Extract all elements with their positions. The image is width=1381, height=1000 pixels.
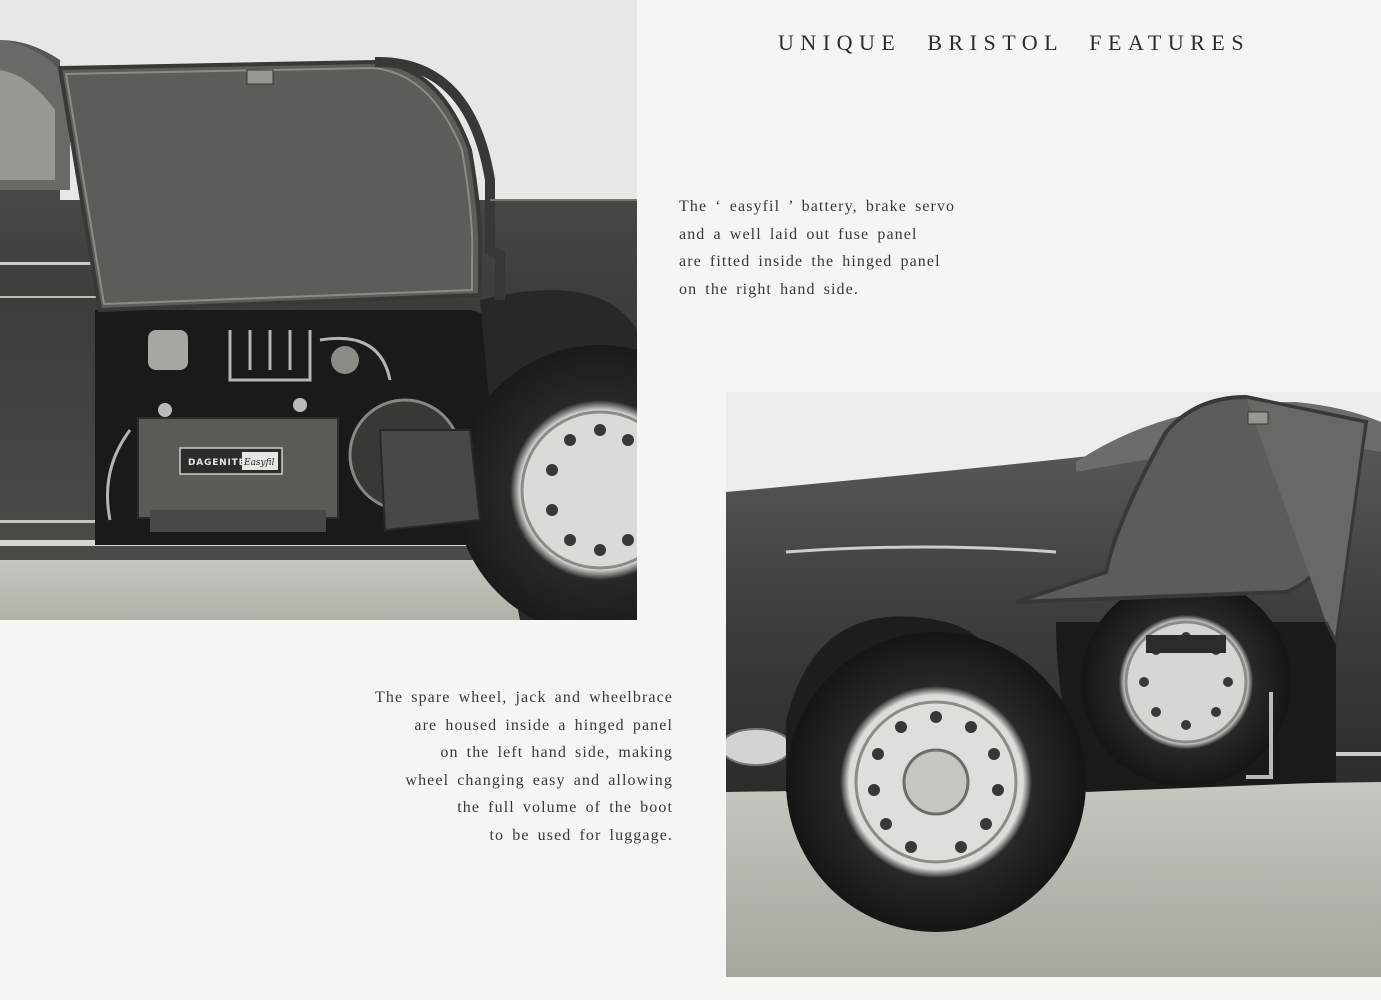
caption-line: the full volume of the boot	[457, 799, 673, 816]
battery-model-label: Easyfil	[243, 458, 275, 468]
battery-compartment-photo: DAGENITE Easyfil	[0, 0, 637, 620]
spare-wheel-compartment-photo	[726, 392, 1381, 977]
caption-line: wheel changing easy and allowing	[405, 771, 673, 789]
battery-brand-label: DAGENITE	[188, 458, 246, 468]
caption-line: on the left hand side, making	[440, 744, 673, 761]
right-panel-caption: The ‘ easyfil ’ battery, brake servo and…	[679, 193, 969, 303]
caption-line: to be used for luggage.	[489, 826, 673, 844]
caption-line: are fitted inside the hinged panel	[679, 253, 941, 270]
left-panel-caption: The spare wheel, jack and wheelbrace are…	[360, 684, 673, 849]
page-title: UNIQUE BRISTOL FEATURES	[778, 30, 1251, 55]
caption-line: The ‘ easyfil ’ battery, brake servo	[679, 198, 956, 215]
caption-line: are housed inside a hinged panel	[414, 716, 673, 734]
caption-line: The spare wheel, jack and wheelbrace	[374, 689, 673, 706]
caption-line: and a well laid out fuse panel	[679, 225, 918, 243]
caption-line: on the right hand side.	[679, 280, 859, 298]
